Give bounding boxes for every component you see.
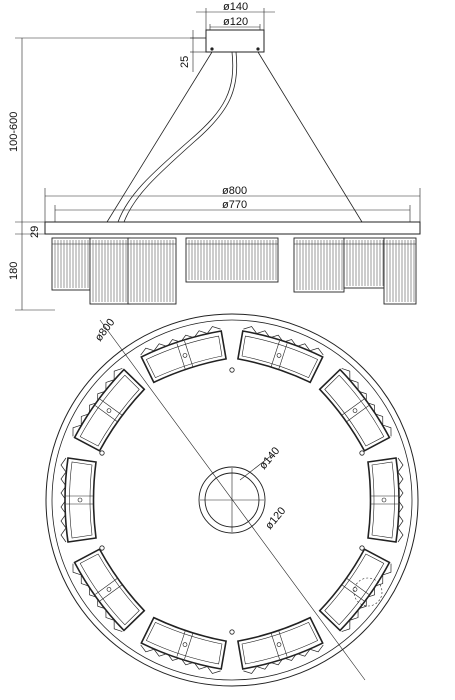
mount-point xyxy=(359,545,365,551)
suspension-cables xyxy=(106,51,363,223)
plan-crystal-modules xyxy=(60,326,404,674)
side-crystal-module xyxy=(127,237,177,305)
plan-crystal-module xyxy=(140,616,227,674)
side-crystal-module xyxy=(343,237,385,289)
mount-point xyxy=(99,450,105,456)
mount-point xyxy=(229,367,235,373)
side-crystal-modules xyxy=(51,237,417,305)
ring-inner-label: ø770 xyxy=(222,199,247,211)
plan-view: ø800 ø140 ø120 xyxy=(45,313,419,687)
plan-crystal-module xyxy=(367,457,404,543)
mount-point xyxy=(229,629,235,635)
side-elevation: ø140 ø120 25 100-600 xyxy=(8,1,421,311)
canopy-inner-label: ø120 xyxy=(223,16,248,28)
side-crystal-module xyxy=(51,237,91,291)
side-crystal-module xyxy=(185,237,279,283)
ring-frame xyxy=(44,221,421,235)
crystal-height-label: 180 xyxy=(8,262,20,280)
ring-height-dimension xyxy=(15,222,55,311)
canopy-outer-label: ø140 xyxy=(223,1,248,13)
mount-point xyxy=(359,450,365,456)
plan-crystal-module xyxy=(237,326,324,384)
plan-canopy-outer-label: ø140 xyxy=(257,445,282,472)
plan-crystal-module xyxy=(237,616,324,674)
plan-diameter-label: ø800 xyxy=(93,317,118,344)
ring-height-label: 29 xyxy=(29,226,41,238)
side-crystal-module xyxy=(383,237,417,305)
mount-point xyxy=(99,545,105,551)
plan-canopy-outer xyxy=(198,466,266,534)
ring-outer-label: ø800 xyxy=(222,185,247,197)
side-crystal-module xyxy=(293,237,345,293)
plan-crystal-module xyxy=(72,368,146,452)
plan-crystal-module xyxy=(140,326,227,384)
ring-outer-circle xyxy=(45,313,419,687)
plan-crystal-module xyxy=(318,548,392,632)
side-crystal-module xyxy=(89,237,131,305)
plan-crystal-module xyxy=(318,368,392,452)
canopy xyxy=(205,29,265,53)
detail-callout-circle xyxy=(353,577,383,607)
suspension-label: 100-600 xyxy=(8,112,20,152)
plan-crystal-module xyxy=(72,548,146,632)
suspension-dimension xyxy=(15,37,206,223)
ring-dimension-lines xyxy=(44,188,421,222)
plan-canopy-inner-label: ø120 xyxy=(263,505,288,532)
canopy-height-label: 25 xyxy=(179,56,191,68)
ring-inner-circle xyxy=(51,319,413,681)
plan-mount-points xyxy=(99,367,365,635)
canopy-dimension-lines xyxy=(196,8,275,30)
plan-crystal-module xyxy=(60,457,97,543)
